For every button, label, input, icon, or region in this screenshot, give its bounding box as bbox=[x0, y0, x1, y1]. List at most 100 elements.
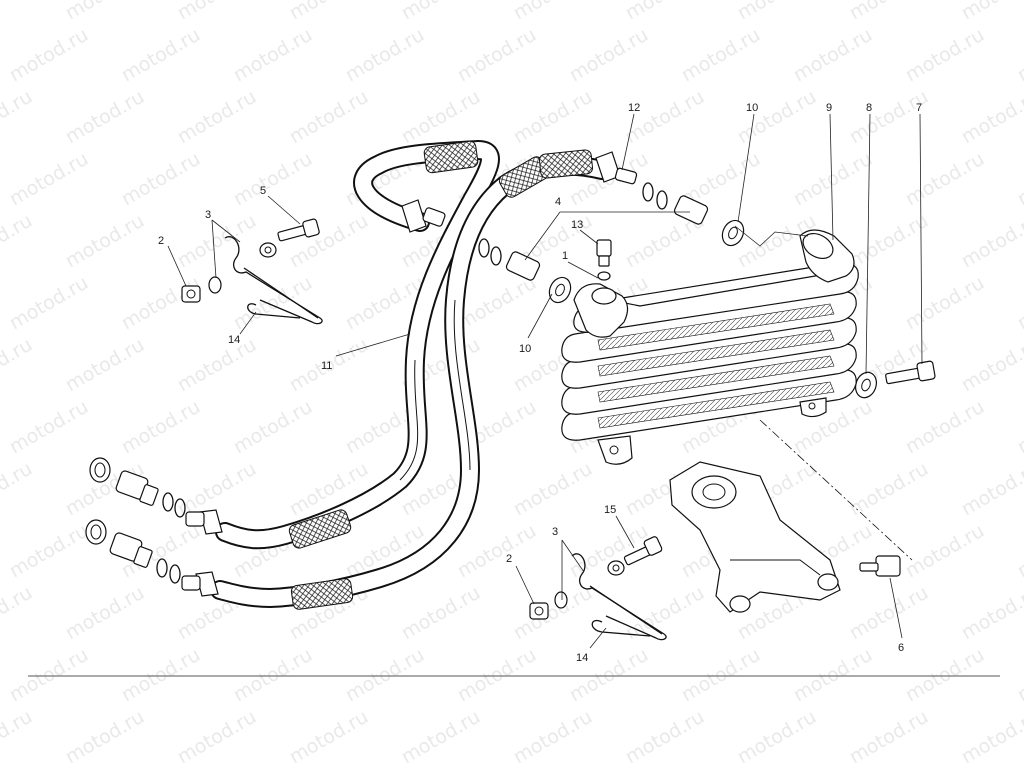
watermark-text: motod.ru bbox=[398, 582, 484, 645]
watermark-text: motod.ru bbox=[118, 24, 204, 87]
watermark-text: motod.ru bbox=[510, 582, 596, 645]
watermark-text: motod.ru bbox=[230, 272, 316, 335]
watermark-text: motod.ru bbox=[902, 644, 988, 707]
watermark-text: motod.ru bbox=[174, 86, 260, 149]
bolt-icon bbox=[259, 218, 936, 576]
watermark-text: motod.ru bbox=[846, 0, 932, 24]
watermark-text: motod.ru bbox=[902, 520, 988, 583]
watermark-text: motod.ru bbox=[454, 644, 540, 707]
callout-3-top: 3 bbox=[205, 209, 211, 221]
watermark-text: motod.ru bbox=[6, 520, 92, 583]
watermark-text: motod.ru bbox=[6, 24, 92, 87]
watermark-text: motod.ru bbox=[958, 334, 1024, 397]
watermark-text: motod.ru bbox=[958, 458, 1024, 521]
watermark-text: motod.ru bbox=[510, 458, 596, 521]
watermark-text: motod.ru bbox=[454, 24, 540, 87]
watermark-text: motod.ru bbox=[958, 582, 1024, 645]
watermark-text: motod.ru bbox=[398, 0, 484, 24]
watermark-text: motod.ru bbox=[846, 458, 932, 521]
bracket-icon bbox=[669, 461, 901, 613]
watermark-text: motod.ru bbox=[902, 272, 988, 335]
watermark-text: motod.ru bbox=[958, 86, 1024, 149]
watermark-text: motod.ru bbox=[678, 24, 764, 87]
watermark-text: motod.ru bbox=[118, 396, 204, 459]
callout-5: 5 bbox=[260, 185, 266, 197]
watermark-text: motod.ru bbox=[174, 706, 260, 768]
watermark-text: motod.ru bbox=[958, 0, 1024, 24]
watermark-text: motod.ru bbox=[734, 706, 820, 768]
callout-8: 8 bbox=[866, 102, 872, 114]
watermark-text: motod.ru bbox=[230, 396, 316, 459]
watermark-text: motod.ru bbox=[62, 582, 148, 645]
watermark-text: motod.ru bbox=[286, 86, 372, 149]
watermark-text: motod.ru bbox=[286, 210, 372, 273]
watermark-text: motod.ru bbox=[566, 24, 652, 87]
bleed-valve bbox=[596, 239, 612, 281]
watermark-text: motod.ru bbox=[230, 644, 316, 707]
watermark-text: motod.ru bbox=[790, 24, 876, 87]
watermark-text: motod.ru bbox=[230, 24, 316, 87]
callout-11: 11 bbox=[321, 360, 332, 372]
watermark-text: motod.ru bbox=[510, 86, 596, 149]
watermark-text: motod.ru bbox=[62, 86, 148, 149]
leader-lines bbox=[167, 113, 923, 649]
callout-7: 7 bbox=[916, 102, 922, 114]
watermark-text: motod.ru bbox=[510, 706, 596, 768]
watermark-text: motod.ru bbox=[1014, 272, 1024, 335]
watermark-text: motod.ru bbox=[0, 0, 36, 24]
watermark-text: motod.ru bbox=[230, 148, 316, 211]
watermark-text: motod.ru bbox=[174, 334, 260, 397]
watermark-text: motod.ru bbox=[62, 706, 148, 768]
watermark-text: motod.ru bbox=[398, 86, 484, 149]
watermark-text: motod.ru bbox=[62, 210, 148, 273]
callout-4: 4 bbox=[555, 196, 561, 208]
watermark-text: motod.ru bbox=[0, 458, 36, 521]
watermark-text: motod.ru bbox=[0, 86, 36, 149]
watermark-text: motod.ru bbox=[902, 24, 988, 87]
callout-2-bottom: 2 bbox=[506, 553, 512, 565]
watermark-text: motod.ru bbox=[342, 644, 428, 707]
callout-1: 1 bbox=[562, 250, 568, 262]
callout-12: 12 bbox=[628, 102, 640, 114]
watermark-text: motod.ru bbox=[1014, 396, 1024, 459]
watermark-text: motod.ru bbox=[846, 86, 932, 149]
callout-2-top: 2 bbox=[158, 235, 164, 247]
callout-10-top: 10 bbox=[746, 102, 758, 114]
hose-clip-icon bbox=[181, 236, 667, 641]
callout-14-bottom: 14 bbox=[576, 652, 588, 664]
watermark-text: motod.ru bbox=[118, 644, 204, 707]
watermark-text: motod.ru bbox=[1014, 644, 1024, 707]
watermark-text: motod.ru bbox=[678, 644, 764, 707]
callout-3-bottom: 3 bbox=[552, 526, 558, 538]
watermark-text: motod.ru bbox=[6, 644, 92, 707]
watermark-text: motod.ru bbox=[846, 210, 932, 273]
watermark-text: motod.ru bbox=[790, 644, 876, 707]
watermark-text: motod.ru bbox=[734, 86, 820, 149]
callout-14-top: 14 bbox=[228, 334, 240, 346]
watermark-text: motod.ru bbox=[0, 582, 36, 645]
callout-labels: 12 10 9 8 7 5 3 2 14 4 13 1 10 11 15 3 2… bbox=[158, 102, 922, 664]
braided-sleeves bbox=[288, 140, 594, 610]
watermark-text: motod.ru bbox=[734, 0, 820, 24]
watermark-text: motod.ru bbox=[846, 582, 932, 645]
watermark-text: motod.ru bbox=[622, 706, 708, 768]
watermark-text: motod.ru bbox=[398, 706, 484, 768]
watermark-text: motod.ru bbox=[454, 520, 540, 583]
callout-6: 6 bbox=[898, 642, 904, 654]
callout-10-bottom: 10 bbox=[519, 343, 531, 355]
watermark-text: motod.ru bbox=[0, 706, 36, 768]
watermark-text: motod.ru bbox=[1014, 24, 1024, 87]
watermark-text: motod.ru bbox=[342, 24, 428, 87]
watermark-text: motod.ru bbox=[902, 396, 988, 459]
callout-15: 15 bbox=[604, 504, 616, 516]
callout-13: 13 bbox=[571, 219, 583, 231]
watermark-text: motod.ru bbox=[958, 706, 1024, 768]
watermark-text: motod.ru bbox=[118, 148, 204, 211]
callout-9: 9 bbox=[826, 102, 832, 114]
reference-line bbox=[759, 419, 913, 561]
watermark-text: motod.ru bbox=[510, 0, 596, 24]
watermark-text: motod.ru bbox=[6, 272, 92, 335]
watermark-text: motod.ru bbox=[790, 148, 876, 211]
watermark-text: motod.ru bbox=[286, 0, 372, 24]
